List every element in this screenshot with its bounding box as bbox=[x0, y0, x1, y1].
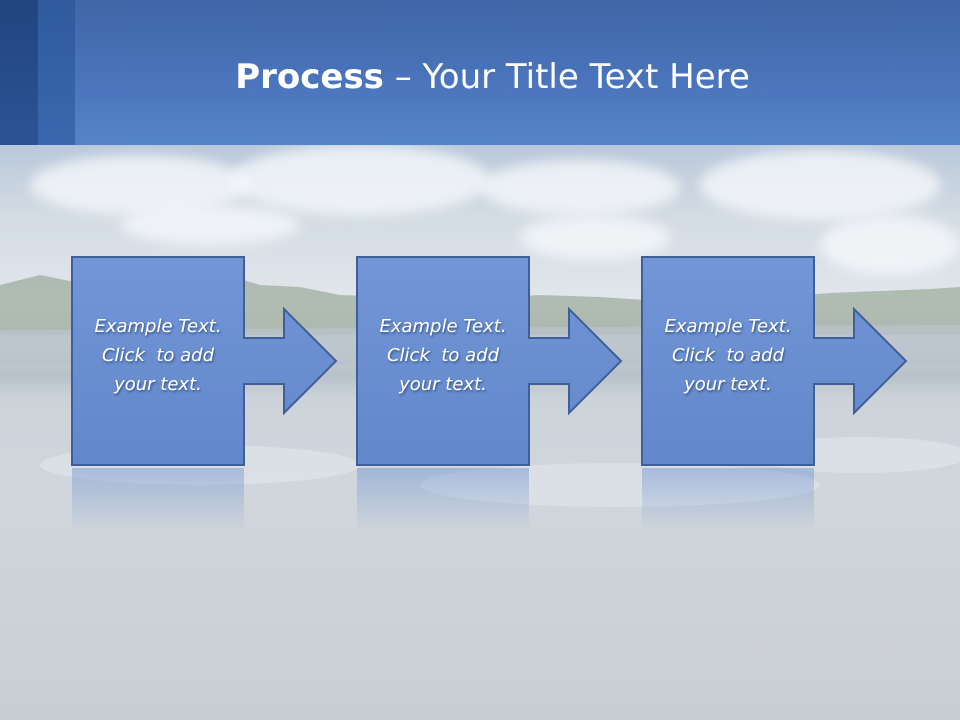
step-text-line: Click to add bbox=[387, 345, 500, 366]
step-arrow-box bbox=[356, 256, 623, 466]
title-bar: Process – Your Title Text Here bbox=[0, 0, 960, 145]
process-step-2[interactable]: Example Text. Click to add your text. bbox=[356, 256, 623, 533]
step-text-line: your text. bbox=[113, 374, 202, 395]
step-text-line: your text. bbox=[398, 374, 487, 395]
step-arrow-box bbox=[641, 256, 908, 466]
step-reflection bbox=[357, 468, 529, 533]
step-text-line: Example Text. bbox=[379, 316, 506, 337]
title-bold-text: Process bbox=[235, 57, 384, 97]
slide-title[interactable]: Process – Your Title Text Here bbox=[75, 52, 910, 102]
process-step-1[interactable]: Example Text. Click to add your text. bbox=[71, 256, 338, 533]
corner-accent-dark bbox=[0, 0, 38, 145]
title-rest-text: – Your Title Text Here bbox=[383, 57, 750, 97]
corner-accent-light bbox=[38, 0, 75, 145]
step-text-line: Click to add bbox=[102, 345, 215, 366]
step-reflection bbox=[642, 468, 814, 533]
step-arrow-box bbox=[71, 256, 338, 466]
step-text-line: Click to add bbox=[672, 345, 785, 366]
step-text-line: Example Text. bbox=[664, 316, 791, 337]
step-text-line: Example Text. bbox=[94, 316, 221, 337]
process-step-3[interactable]: Example Text. Click to add your text. bbox=[641, 256, 908, 533]
step-reflection bbox=[72, 468, 244, 533]
step-text-line: your text. bbox=[683, 374, 772, 395]
